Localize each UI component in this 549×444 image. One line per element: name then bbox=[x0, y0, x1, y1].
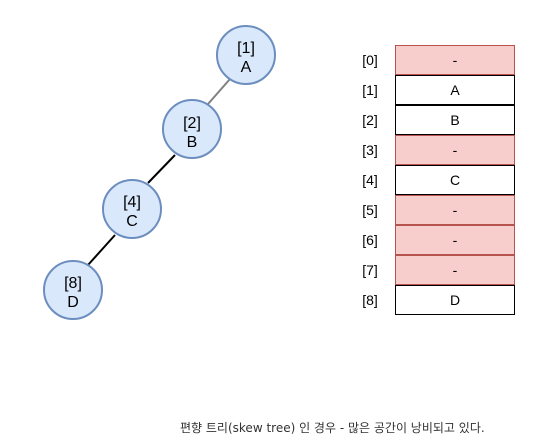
array-row: [6] - bbox=[355, 225, 515, 255]
array-index-label: [5] bbox=[362, 202, 378, 218]
array-cell: C bbox=[395, 165, 515, 195]
tree-node-circle bbox=[102, 179, 162, 239]
tree-node-value: C bbox=[126, 213, 138, 230]
tree-node: [4] C bbox=[102, 179, 162, 239]
tree-node-value: B bbox=[187, 134, 198, 151]
caption: 편향 트리(skew tree) 인 경우 - 많은 공간이 낭비되고 있다. bbox=[0, 419, 549, 439]
array-row: [4] C bbox=[355, 165, 515, 195]
array-index-label: [1] bbox=[362, 82, 378, 98]
array-index-label: [2] bbox=[362, 112, 378, 128]
tree-node-circle bbox=[43, 260, 103, 320]
tree-node-circle bbox=[216, 25, 276, 85]
tree-node-index: [8] bbox=[64, 275, 82, 292]
array-cell: - bbox=[395, 195, 515, 225]
array-index-label: [7] bbox=[362, 262, 378, 278]
array-row: [8] D bbox=[355, 285, 515, 315]
array-cell: - bbox=[395, 225, 515, 255]
tree-node: [8] D bbox=[43, 260, 103, 320]
caption-text: 편향 트리(skew tree) 인 경우 - 많은 공간이 낭비되고 있다. bbox=[180, 421, 485, 435]
array-row: [1] A bbox=[355, 75, 515, 105]
tree-node-value: A bbox=[241, 59, 252, 76]
array-row: [7] - bbox=[355, 255, 515, 285]
array-index-label: [8] bbox=[362, 292, 378, 308]
array-row: [3] - bbox=[355, 135, 515, 165]
array-index-label: [4] bbox=[362, 172, 378, 188]
array-cell: - bbox=[395, 135, 515, 165]
array-index-label: [3] bbox=[362, 142, 378, 158]
tree-node-circle bbox=[162, 99, 222, 159]
array-index-label: [6] bbox=[362, 232, 378, 248]
array-row: [5] - bbox=[355, 195, 515, 225]
tree-node-index: [1] bbox=[237, 40, 255, 57]
tree-edge-c-d bbox=[87, 234, 116, 266]
array-row: [2] B bbox=[355, 105, 515, 135]
array-cell: A bbox=[395, 75, 515, 105]
tree-node-index: [2] bbox=[183, 115, 201, 132]
array-cell: - bbox=[395, 45, 515, 75]
tree-node-value: D bbox=[67, 294, 79, 311]
tree-node: [2] B bbox=[162, 99, 222, 159]
array-cell: D bbox=[395, 285, 515, 315]
tree-edge-a-b bbox=[207, 78, 231, 105]
array-cell: B bbox=[395, 105, 515, 135]
tree-node-index: [4] bbox=[123, 194, 141, 211]
array-row: [0] - bbox=[355, 45, 515, 75]
array-cell: - bbox=[395, 255, 515, 285]
tree-edge-b-c bbox=[147, 154, 176, 184]
tree-node: [1] A bbox=[216, 25, 276, 85]
array-index-label: [0] bbox=[362, 52, 378, 68]
